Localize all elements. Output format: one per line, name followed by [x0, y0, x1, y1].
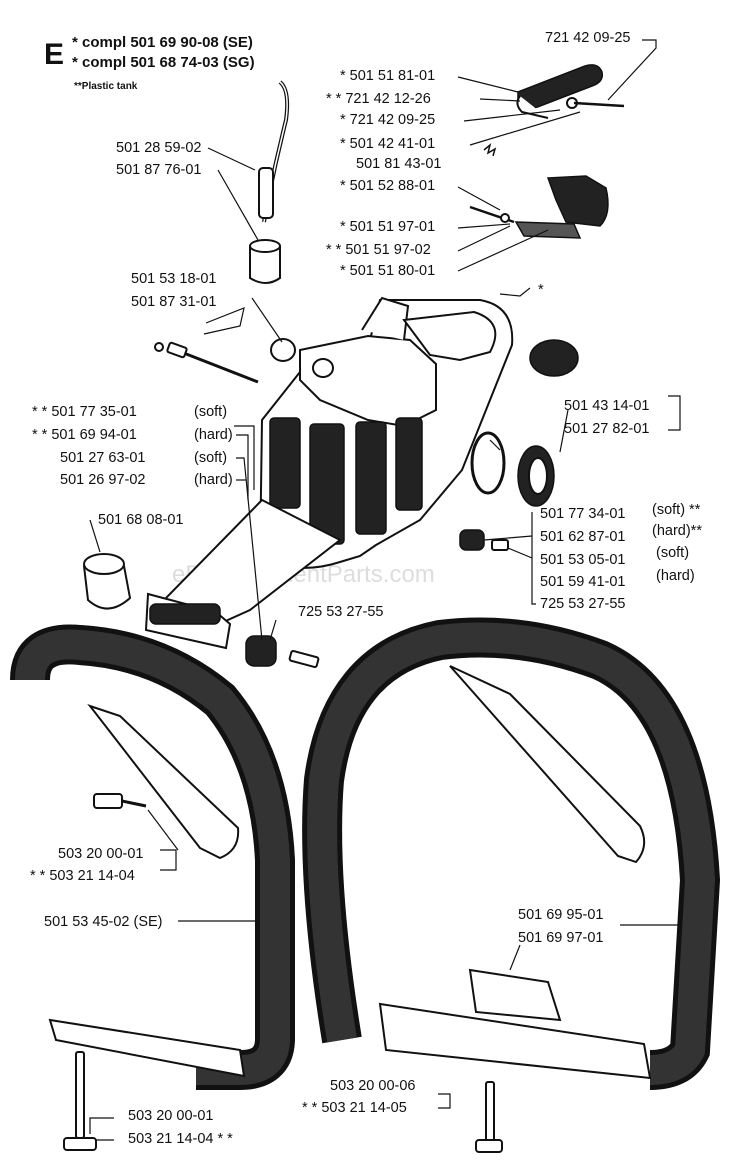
label-721-42-12-26: * * 721 42 12-26	[326, 91, 431, 107]
label-503-20-00-06: 503 20 00-06	[330, 1078, 415, 1094]
label-501-59-41-01: 501 59 41-01	[540, 574, 625, 590]
label-503-21-14-04-a: * * 503 21 14-04	[30, 868, 135, 884]
label-tank-star: *	[538, 282, 544, 298]
note-501-62-87-01: (hard)**	[652, 523, 702, 539]
front-handle-left	[10, 624, 295, 1151]
label-501-42-41-01: * 501 42 41-01	[340, 136, 435, 152]
plastic-tank-note: **Plastic tank	[74, 81, 138, 92]
label-725-53-27-55-mid: 725 53 27-55	[298, 604, 383, 620]
label-501-51-81-01: * 501 51 81-01	[340, 68, 435, 84]
label-501-87-31-01: 501 87 31-01	[131, 294, 216, 310]
note-501-77-34-01: (soft) **	[652, 502, 701, 518]
label-501-81-43-01: 501 81 43-01	[356, 156, 441, 172]
section-letter: E	[44, 38, 64, 71]
label-501-52-88-01: * 501 52 88-01	[340, 178, 435, 194]
label-501-77-35-01: * * 501 77 35-01	[32, 404, 137, 420]
av-dampers	[82, 529, 509, 669]
throttle-trigger-parts	[469, 64, 625, 239]
label-501-69-97-01: 501 69 97-01	[518, 930, 603, 946]
label-501-51-97-02: * * 501 51 97-02	[326, 242, 431, 258]
leader-lines	[89, 39, 682, 1141]
label-501-87-76-01: 501 87 76-01	[116, 162, 201, 178]
label-501-26-97-02: 501 26 97-02	[60, 472, 145, 488]
label-503-21-14-05: * * 503 21 14-05	[302, 1100, 407, 1116]
label-725-53-27-55-right: 725 53 27-55	[540, 596, 625, 612]
label-501-43-14-01: 501 43 14-01	[564, 398, 649, 414]
label-501-27-63-01: 501 27 63-01	[60, 450, 145, 466]
label-501-69-95-01: 501 69 95-01	[518, 907, 603, 923]
compl-sg-label: * compl 501 68 74-03 (SG)	[72, 54, 255, 71]
note-501-59-41-01: (hard)	[656, 568, 695, 584]
label-503-21-14-04-b: 503 21 14-04 * *	[128, 1131, 233, 1147]
note-501-27-63-01: (soft)	[194, 450, 227, 466]
label-721-42-09-25: * 721 42 09-25	[340, 112, 435, 128]
fuel-tank-body	[144, 296, 514, 650]
front-handle-right	[302, 617, 721, 1153]
label-501-68-08-01: 501 68 08-01	[98, 512, 183, 528]
label-721-42-09-25-top: 721 42 09-25	[545, 30, 630, 46]
tank-small-parts	[154, 338, 334, 384]
note-501-77-35-01: (soft)	[194, 404, 227, 420]
label-503-20-00-01-a: 503 20 00-01	[58, 846, 143, 862]
label-501-69-94-01: * * 501 69 94-01	[32, 427, 137, 443]
label-501-53-18-01: 501 53 18-01	[131, 271, 216, 287]
tank-cap-parts	[470, 339, 579, 507]
note-501-26-97-02: (hard)	[194, 472, 233, 488]
part-labels: 721 42 09-25 * 501 51 81-01 * * 721 42 1…	[30, 30, 702, 1147]
note-501-69-94-01: (hard)	[194, 427, 233, 443]
label-501-62-87-01: 501 62 87-01	[540, 529, 625, 545]
label-501-51-97-01: * 501 51 97-01	[340, 219, 435, 235]
note-501-53-05-01: (soft)	[656, 545, 689, 561]
fuel-hose-assembly	[249, 80, 290, 284]
compl-se-label: * compl 501 69 90-08 (SE)	[72, 34, 253, 51]
label-501-28-59-02: 501 28 59-02	[116, 140, 201, 156]
label-501-77-34-01: 501 77 34-01	[540, 506, 625, 522]
label-501-53-45-02: 501 53 45-02 (SE)	[44, 914, 163, 930]
label-501-27-82-01: 501 27 82-01	[564, 421, 649, 437]
label-501-51-80-01: * 501 51 80-01	[340, 263, 435, 279]
label-503-20-00-01-b: 503 20 00-01	[128, 1108, 213, 1124]
label-501-53-05-01: 501 53 05-01	[540, 552, 625, 568]
